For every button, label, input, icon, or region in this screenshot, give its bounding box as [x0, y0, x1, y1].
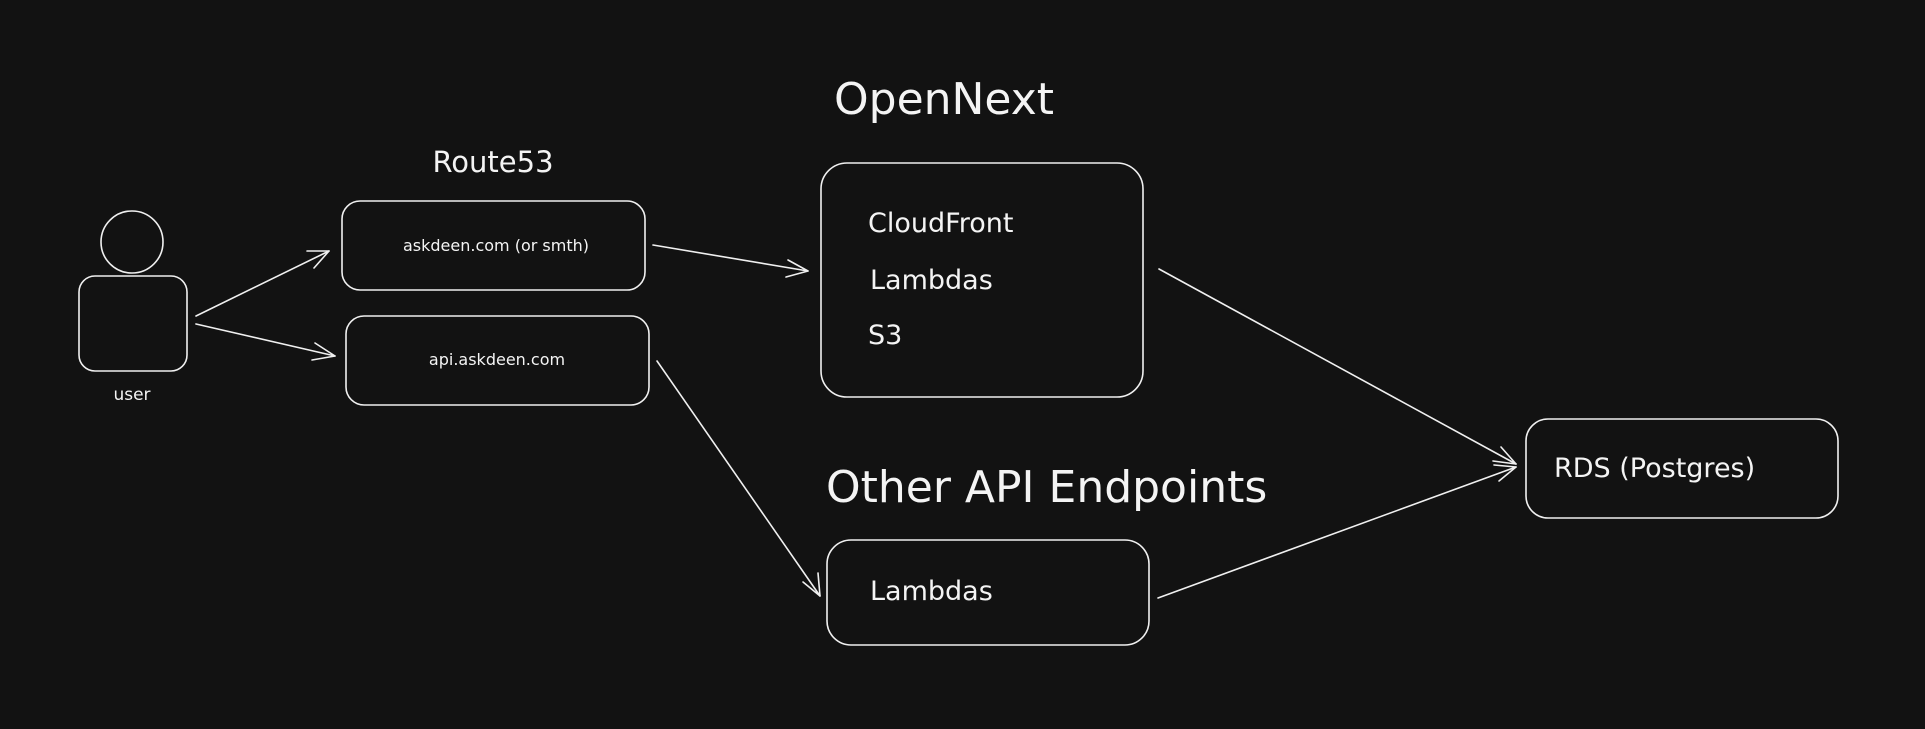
route53-title: Route53: [432, 145, 553, 179]
opennext-box[interactable]: CloudFront Lambdas S3: [820, 162, 1144, 398]
domain-main-label: askdeen.com (or smth): [403, 236, 589, 255]
arrow-api-domain-to-other-api: [656, 360, 821, 597]
user-label: user: [113, 385, 150, 405]
other-api-item-lambdas: Lambdas: [870, 576, 993, 607]
user-head-icon: [100, 210, 164, 274]
domain-box-main-frame: [341, 200, 646, 291]
domain-api-label: api.askdeen.com: [429, 350, 565, 369]
rds-label: RDS (Postgres): [1554, 453, 1755, 484]
opennext-item-cloudfront: CloudFront: [868, 208, 1013, 239]
opennext-box-frame: [820, 162, 1144, 398]
opennext-item-s3: S3: [868, 320, 902, 351]
rds-box-frame: [1525, 418, 1839, 519]
domain-box-api[interactable]: api.askdeen.com: [345, 315, 650, 406]
arrow-user-to-main-domain: [195, 250, 330, 317]
other-api-box[interactable]: Lambdas: [826, 539, 1150, 646]
domain-box-api-frame: [345, 315, 650, 406]
other-api-box-frame: [826, 539, 1150, 646]
user-body-icon: [78, 275, 188, 372]
domain-box-main[interactable]: askdeen.com (or smth): [341, 200, 646, 291]
arrow-user-to-api-domain: [195, 323, 336, 361]
opennext-title: OpenNext: [834, 74, 1054, 125]
other-api-title: Other API Endpoints: [826, 462, 1267, 513]
opennext-item-lambdas: Lambdas: [870, 265, 993, 296]
rds-box[interactable]: RDS (Postgres): [1525, 418, 1839, 519]
arrow-opennext-to-rds: [1158, 268, 1517, 465]
arrow-main-domain-to-opennext: [652, 244, 809, 278]
arrow-other-api-to-rds: [1157, 464, 1517, 599]
user-actor[interactable]: user: [78, 210, 188, 405]
